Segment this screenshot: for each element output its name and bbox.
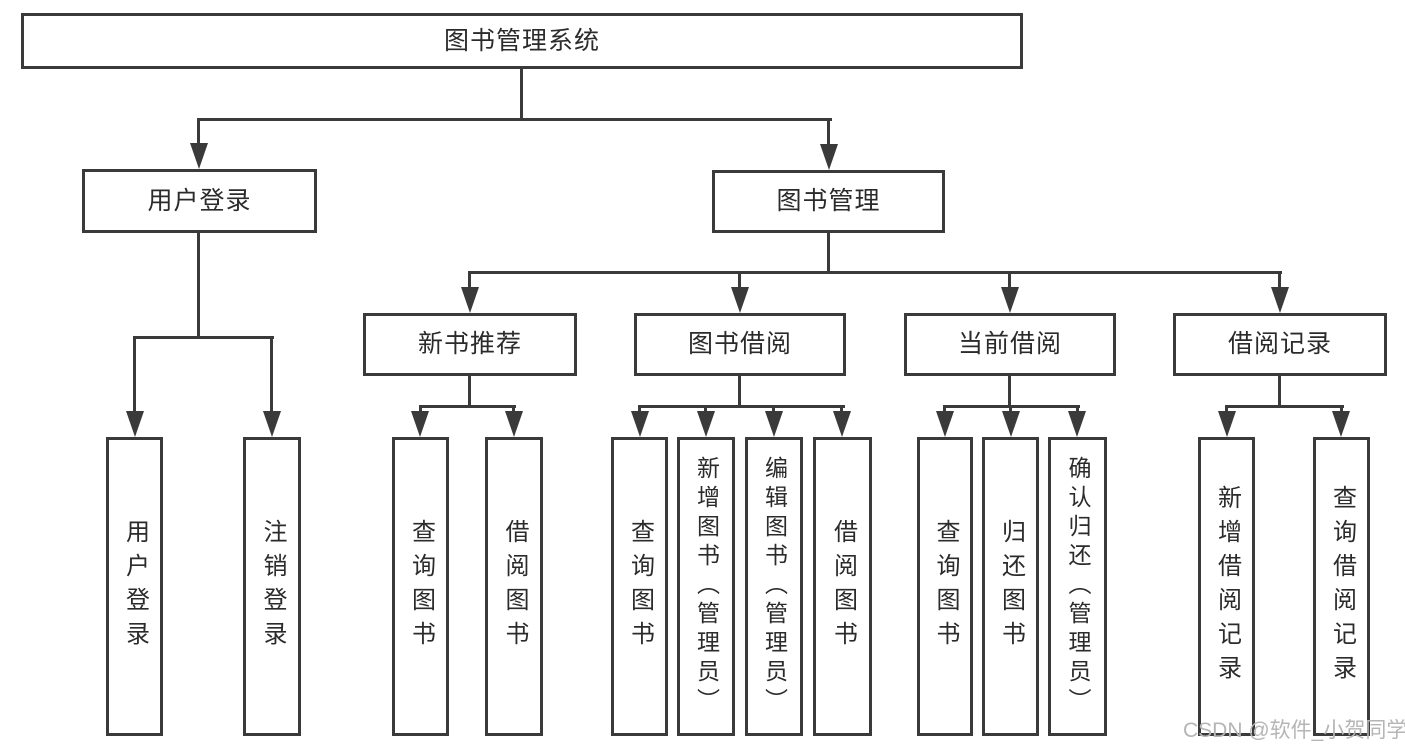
- node-add-book-admin: 新增图书（管理员）: [677, 437, 735, 736]
- connector-line: [638, 405, 845, 408]
- node-borrow-books: 借阅图书: [813, 437, 872, 736]
- node-confirm-return-admin-label: 确认归还（管理员）: [1065, 456, 1091, 717]
- arrowhead-icon: [263, 411, 281, 437]
- node-current-borrowing: 当前借阅: [904, 313, 1116, 376]
- node-borrowing-records-label: 借阅记录: [1227, 330, 1332, 358]
- connector-line: [638, 405, 641, 413]
- connector-line: [1076, 405, 1079, 413]
- node-add-borrow-record: 新增借阅记录: [1198, 437, 1255, 736]
- node-add-book-admin-label: 新增图书（管理员）: [693, 456, 720, 717]
- node-user-login: 用户登录: [82, 169, 317, 233]
- connector-line: [1225, 405, 1228, 413]
- node-query-books-borrow: 查询图书: [611, 437, 668, 736]
- arrowhead-icon: [411, 411, 429, 437]
- arrowhead-icon: [833, 411, 851, 437]
- arrowhead-icon: [1271, 287, 1289, 313]
- arrowhead-icon: [505, 411, 523, 437]
- node-confirm-return-admin: 确认归还（管理员）: [1048, 437, 1107, 736]
- arrowhead-icon: [936, 411, 954, 437]
- connector-line: [827, 118, 830, 146]
- connector-line: [738, 375, 741, 408]
- connector-line: [419, 405, 516, 408]
- arrowhead-icon: [765, 411, 783, 437]
- node-query-books-current: 查询图书: [917, 437, 973, 736]
- node-return-books-label: 归还图书: [997, 518, 1025, 655]
- connector-line: [468, 375, 471, 408]
- node-new-book-recommendation: 新书推荐: [363, 313, 577, 376]
- connector-line: [827, 233, 830, 274]
- arrowhead-icon: [820, 144, 838, 170]
- connector-line: [1278, 271, 1281, 289]
- node-borrow-books-recommend-label: 借阅图书: [501, 518, 528, 655]
- connector-line: [704, 405, 707, 413]
- connector-line: [419, 405, 422, 413]
- arrowhead-icon: [1002, 411, 1020, 437]
- node-query-books-current-label: 查询图书: [932, 518, 959, 655]
- connector-line: [133, 336, 274, 339]
- arrowhead-icon: [1218, 411, 1236, 437]
- connector-line: [133, 336, 136, 413]
- node-logout-label: 注销登录: [259, 518, 286, 655]
- arrowhead-icon: [1001, 287, 1019, 313]
- node-borrow-books-recommend: 借阅图书: [485, 437, 543, 736]
- node-logout: 注销登录: [243, 437, 301, 736]
- arrowhead-icon: [731, 287, 749, 313]
- arrowhead-icon: [1068, 411, 1086, 437]
- watermark-text: CSDN @软件_小贺同学: [1183, 719, 1405, 742]
- connector-line: [1009, 405, 1012, 413]
- node-return-books: 归还图书: [982, 437, 1039, 736]
- connector-line: [468, 271, 471, 289]
- node-book-management: 图书管理: [712, 170, 945, 233]
- connector-line: [943, 405, 946, 413]
- node-user-login-leaf-label: 用户登录: [121, 518, 149, 655]
- connector-line: [1008, 375, 1011, 408]
- arrowhead-icon: [697, 411, 715, 437]
- connector-line: [197, 118, 200, 146]
- node-user-login-label: 用户登录: [147, 186, 252, 215]
- connector-line: [197, 233, 200, 339]
- arrowhead-icon: [126, 411, 144, 437]
- connector-line: [1340, 405, 1343, 413]
- node-book-management-label: 图书管理: [776, 187, 881, 215]
- connector-line: [512, 405, 515, 413]
- connector-line: [738, 271, 741, 289]
- connector-line: [1008, 271, 1011, 289]
- connector-line: [772, 405, 775, 413]
- node-edit-book-admin: 编辑图书（管理员）: [745, 437, 803, 736]
- node-query-borrow-record: 查询借阅记录: [1313, 437, 1370, 736]
- arrowhead-icon: [190, 143, 208, 169]
- node-edit-book-admin-label: 编辑图书（管理员）: [761, 456, 788, 717]
- node-query-books-recommend: 查询图书: [392, 437, 449, 736]
- node-user-login-leaf: 用户登录: [106, 437, 163, 736]
- node-add-borrow-record-label: 新增借阅记录: [1213, 484, 1241, 689]
- connector-line: [1225, 405, 1344, 408]
- connector-line: [520, 69, 523, 121]
- connector-line: [270, 336, 273, 413]
- node-query-books-borrow-label: 查询图书: [626, 518, 654, 655]
- node-library-system-label: 图书管理系统: [443, 26, 600, 55]
- node-borrow-books-label: 借阅图书: [829, 518, 857, 655]
- node-query-borrow-record-label: 查询借阅记录: [1328, 484, 1356, 689]
- connector-line: [468, 271, 1282, 274]
- connector-line: [1278, 375, 1281, 408]
- node-book-borrowing: 图书借阅: [634, 313, 846, 376]
- connector-line: [197, 118, 832, 121]
- node-book-borrowing-label: 图书借阅: [687, 330, 792, 358]
- arrowhead-icon: [1332, 411, 1350, 437]
- node-new-book-recommendation-label: 新书推荐: [417, 330, 522, 358]
- node-borrowing-records: 借阅记录: [1173, 313, 1387, 376]
- node-current-borrowing-label: 当前借阅: [957, 330, 1062, 358]
- arrowhead-icon: [631, 411, 649, 437]
- node-query-books-recommend-label: 查询图书: [407, 518, 435, 655]
- arrowhead-icon: [461, 287, 479, 313]
- node-library-system: 图书管理系统: [21, 13, 1023, 69]
- connector-line: [840, 405, 843, 413]
